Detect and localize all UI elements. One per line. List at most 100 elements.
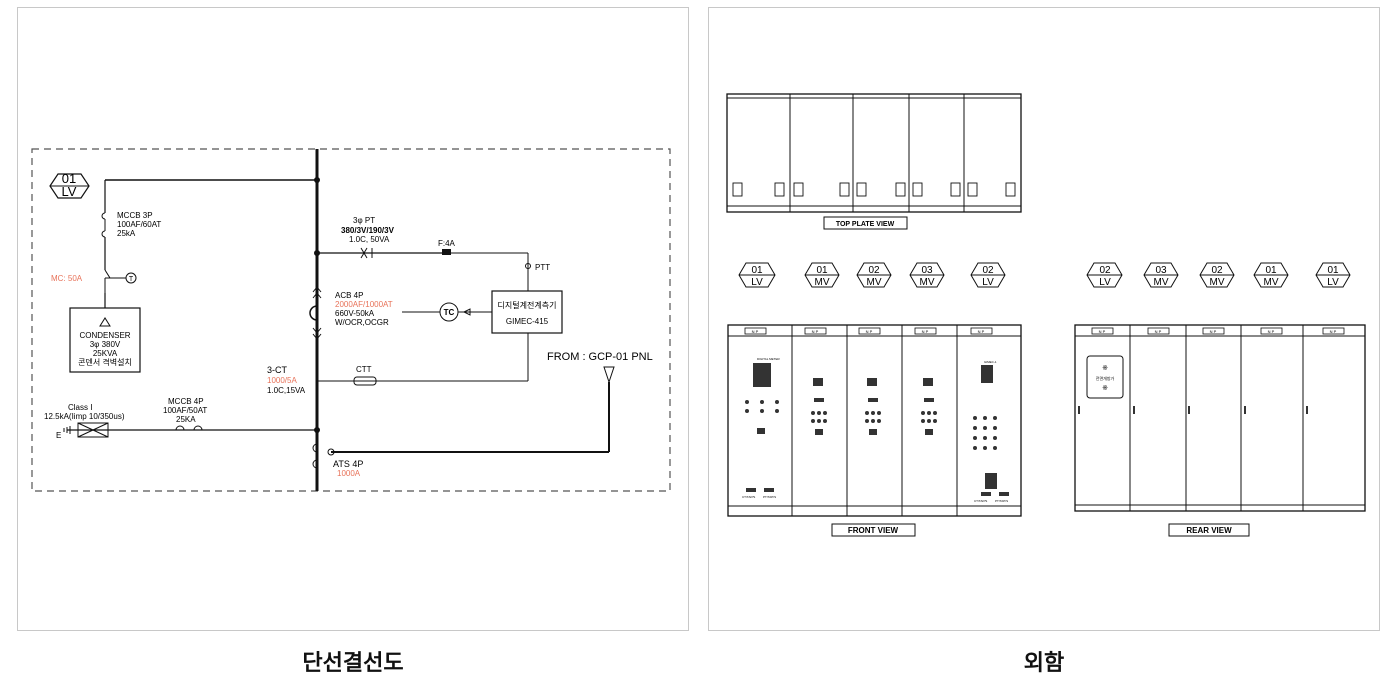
ctt-symbol: [353, 376, 377, 386]
condenser-symbol: [99, 317, 111, 327]
svg-text:MV: MV: [815, 277, 830, 288]
svg-text:F:4A: F:4A: [438, 239, 456, 248]
svg-text:REAR VIEW: REAR VIEW: [1186, 526, 1232, 535]
front-view: DIGITAL METER CT/TAP/S PT/TAP/S GIMEC-1 …: [727, 324, 1022, 517]
front-tag-2: 01 MV: [804, 262, 840, 288]
svg-text:02: 02: [982, 265, 994, 276]
fuse-symbol: [442, 249, 451, 255]
svg-text:CT/TAP/S: CT/TAP/S: [974, 499, 987, 503]
single-line-diagram: 01 LV MCCB 3P 100AF/60AT 25kA T MC: 50A …: [31, 148, 671, 492]
svg-text:01: 01: [1265, 265, 1277, 276]
svg-text:LV: LV: [1327, 277, 1339, 288]
svg-text:W/OCR,OCGR: W/OCR,OCGR: [335, 318, 389, 327]
svg-text:T: T: [129, 276, 134, 283]
front-tag-1: 01 LV: [738, 262, 776, 288]
svg-text:N P: N P: [978, 329, 985, 334]
svg-text:GIMEC-1: GIMEC-1: [984, 360, 997, 364]
svg-text:3φ PT: 3φ PT: [353, 216, 375, 225]
svg-text:01: 01: [816, 265, 828, 276]
svg-text:LV: LV: [751, 277, 763, 288]
rear-view-label-box: [1168, 523, 1250, 537]
svg-text:MC: 50A: MC: 50A: [51, 274, 83, 283]
svg-text:LV: LV: [1099, 277, 1111, 288]
mccb-4p-symbol: [175, 425, 203, 431]
svg-text:MV: MV: [1210, 277, 1225, 288]
front-tag-3: 02 MV: [856, 262, 892, 288]
svg-text:PTT: PTT: [535, 263, 550, 272]
svg-text:MV: MV: [1154, 277, 1169, 288]
svg-text:E: E: [56, 431, 61, 440]
svg-text:TC: TC: [444, 308, 455, 317]
svg-text:N P: N P: [1155, 329, 1162, 334]
svg-text:GIMEC-415: GIMEC-415: [506, 317, 549, 326]
svg-text:N P: N P: [1210, 329, 1217, 334]
svg-text:N P: N P: [1268, 329, 1275, 334]
panel-boundary: [31, 148, 671, 492]
svg-text:LV: LV: [982, 277, 994, 288]
panel-tag-01-lv: 01 LV: [49, 171, 90, 199]
svg-text:01: 01: [1327, 265, 1339, 276]
svg-text:MV: MV: [1264, 277, 1279, 288]
svg-text:ATS 4P: ATS 4P: [333, 459, 363, 469]
svg-text:3-CT: 3-CT: [267, 365, 288, 375]
svg-text:PT/TAP/S: PT/TAP/S: [995, 499, 1008, 503]
svg-text:※: ※: [1102, 385, 1108, 392]
svg-text:LV: LV: [62, 184, 77, 199]
svg-text:MV: MV: [867, 277, 882, 288]
mccb-3p-symbol: [101, 212, 106, 238]
svg-text:MCCB 3P: MCCB 3P: [117, 211, 153, 220]
svg-text:Class I: Class I: [68, 403, 92, 412]
enclosure-drawing: TOP PLATE VIEW 01 LV 01 MV 02 MV 03 MV 0…: [726, 93, 1366, 537]
svg-text:02: 02: [868, 265, 880, 276]
svg-text:FRONT VIEW: FRONT VIEW: [848, 526, 899, 535]
svg-text:CTT: CTT: [356, 365, 372, 374]
svg-text:01: 01: [751, 265, 763, 276]
svg-text:N P: N P: [1330, 329, 1337, 334]
nameplate-labels: N P N P N P N P N P N P N P N P N P N P: [752, 329, 1337, 334]
svg-text:100AF/60AT: 100AF/60AT: [117, 220, 161, 229]
spd-symbol: [77, 422, 109, 438]
rear-tag-3: 02 MV: [1199, 262, 1235, 288]
svg-text:CONDENSER: CONDENSER: [79, 331, 130, 340]
svg-text:3φ 380V: 3φ 380V: [90, 340, 121, 349]
condenser-box: [69, 307, 141, 373]
rear-tag-1: 02 LV: [1086, 262, 1123, 288]
caption-single-line-diagram: 단선결선도: [302, 651, 404, 676]
svg-text:N P: N P: [752, 329, 759, 334]
svg-text:1000A: 1000A: [337, 469, 361, 478]
rear-tag-2: 03 MV: [1143, 262, 1179, 288]
svg-text:12.5kA(Iimp 10/350us): 12.5kA(Iimp 10/350us): [44, 412, 125, 421]
svg-text:N P: N P: [866, 329, 873, 334]
enclosure-panel: TOP PLATE VIEW 01 LV 01 MV 02 MV 03 MV 0…: [708, 7, 1380, 631]
svg-text:02: 02: [1099, 265, 1111, 276]
svg-text:※: ※: [1102, 365, 1108, 372]
pt-symbol: [360, 247, 373, 259]
mc-contact-symbol: T: [104, 269, 137, 293]
incoming-arrow-symbol: [603, 366, 615, 384]
svg-text:MV: MV: [920, 277, 935, 288]
svg-text:디지털계전계측기: 디지털계전계측기: [498, 300, 557, 310]
top-plate-view: [726, 93, 1022, 213]
svg-text:CT/TAP/S: CT/TAP/S: [742, 495, 755, 499]
svg-text:DIGITAL METER: DIGITAL METER: [757, 357, 781, 361]
bus-node: [314, 177, 320, 183]
svg-text:03: 03: [921, 265, 933, 276]
svg-text:380/3V/190/3V: 380/3V/190/3V: [341, 226, 395, 235]
rear-view: ※ ※: [1074, 324, 1366, 512]
svg-text:03: 03: [1155, 265, 1167, 276]
svg-text:MCCB 4P: MCCB 4P: [168, 397, 204, 406]
svg-text:1.0C, 50VA: 1.0C, 50VA: [349, 235, 390, 244]
svg-text:1.0C,15VA: 1.0C,15VA: [267, 386, 306, 395]
rear-tag-4: 01 MV: [1253, 262, 1289, 288]
svg-text:FROM : GCP-01 PNL: FROM : GCP-01 PNL: [547, 351, 653, 363]
svg-text:N P: N P: [1099, 329, 1106, 334]
svg-text:02: 02: [1211, 265, 1223, 276]
acb-symbol: [309, 286, 322, 340]
single-line-diagram-panel: 01 LV MCCB 3P 100AF/60AT 25kA T MC: 50A …: [17, 7, 689, 631]
svg-text:01: 01: [62, 171, 76, 186]
top-plate-view-label-box: [823, 216, 908, 230]
svg-text:100AF/50AT: 100AF/50AT: [163, 406, 207, 415]
caption-enclosure: 외함: [1023, 651, 1065, 676]
rear-tag-5: 01 LV: [1315, 262, 1351, 288]
svg-text:25KA: 25KA: [176, 415, 196, 424]
